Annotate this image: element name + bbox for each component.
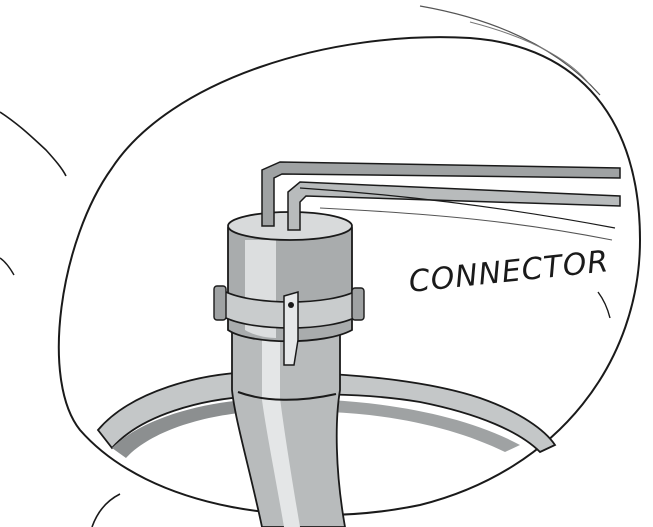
clamp-tab-left — [214, 286, 226, 320]
clamp-tab-right — [352, 288, 364, 320]
stroke-top-right — [420, 6, 600, 95]
connector-label: CONNECTOR — [407, 244, 611, 300]
leader-line-lower — [0, 258, 14, 275]
latch-hole — [288, 302, 294, 308]
stroke-top-right-2 — [470, 22, 590, 85]
leader-line-upper — [0, 112, 66, 176]
stroke-bottom-mark — [92, 494, 120, 527]
cable-line-2 — [320, 208, 612, 240]
label-tail — [598, 292, 610, 318]
